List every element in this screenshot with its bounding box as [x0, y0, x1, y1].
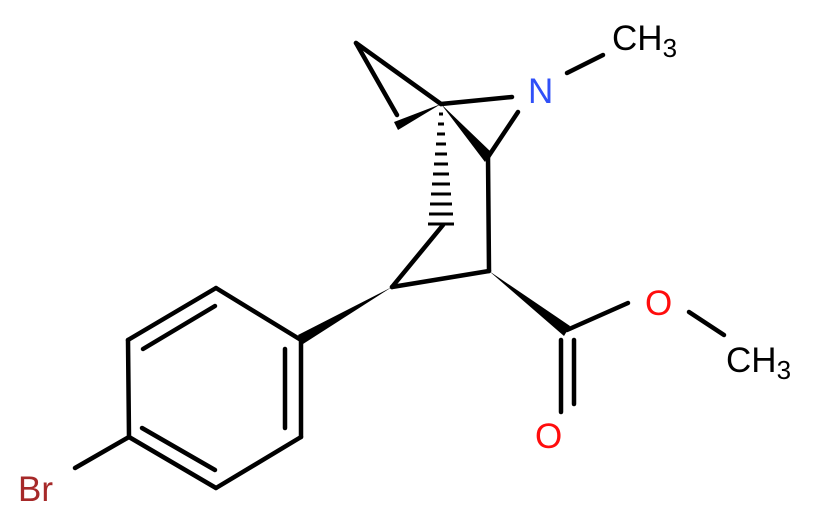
bond-ring-c	[125, 337, 132, 440]
bond-carbonyl-c-o-ester	[564, 300, 631, 333]
bond-c6-c7	[353, 40, 400, 118]
atom-label-nitrogen: N	[528, 72, 553, 111]
bond-ring-inner-1	[140, 303, 218, 352]
bond-c-br	[72, 434, 132, 471]
wedges	[298, 104, 570, 344]
bond-ring-b	[125, 285, 219, 343]
bond-ring-d	[126, 434, 219, 491]
hashed-bond	[428, 112, 454, 226]
bond-ring-inner-2	[139, 425, 218, 473]
atom-label-ester-oxygen: O	[645, 284, 672, 323]
bond-ring-a	[213, 285, 304, 343]
wedge-c1-c5	[441, 104, 491, 162]
bond-n-c5	[485, 109, 521, 160]
atom-label-carbonyl-oxygen: O	[535, 417, 562, 456]
bond-c7-c1	[353, 40, 444, 107]
bond-c3-c2	[389, 222, 446, 290]
bond-c1-n	[438, 94, 515, 107]
bonds	[72, 40, 727, 491]
bond-ring-e	[213, 434, 304, 491]
wedge-c1-c6	[394, 104, 441, 130]
wedge-c4-carbonyl	[489, 271, 570, 336]
wedge-c3-aryl	[298, 287, 392, 344]
bond-n-methyl	[564, 52, 606, 76]
bond-o-methyl	[686, 309, 727, 338]
bond-c5-c4	[485, 154, 492, 274]
atom-label-methyl-2: CH3	[726, 341, 791, 385]
bond-c4-c3	[389, 268, 492, 290]
atom-label-bromine: Br	[18, 470, 53, 509]
atom-label-methyl-1: CH3	[612, 19, 677, 63]
